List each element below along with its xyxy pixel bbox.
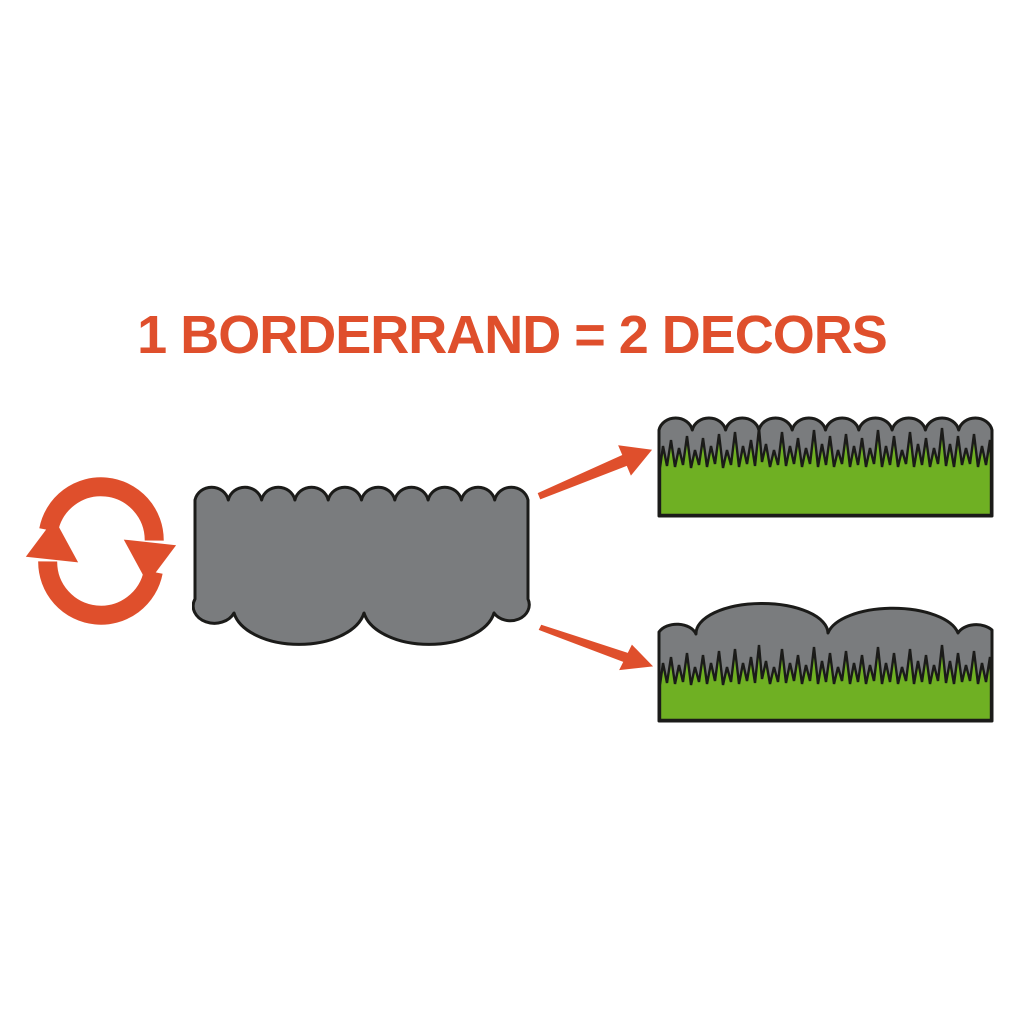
- arrow-up-right-icon: [537, 445, 653, 500]
- decor-scallop-graphic: [657, 416, 994, 518]
- headline: 1 BORDERRAND = 2 DECORS: [137, 305, 888, 365]
- arrow-down-right-icon: [538, 624, 654, 671]
- border-strip-graphic: [192, 485, 531, 646]
- decor-wave-graphic: [657, 602, 994, 723]
- rotate-swap-icon: [25, 477, 177, 625]
